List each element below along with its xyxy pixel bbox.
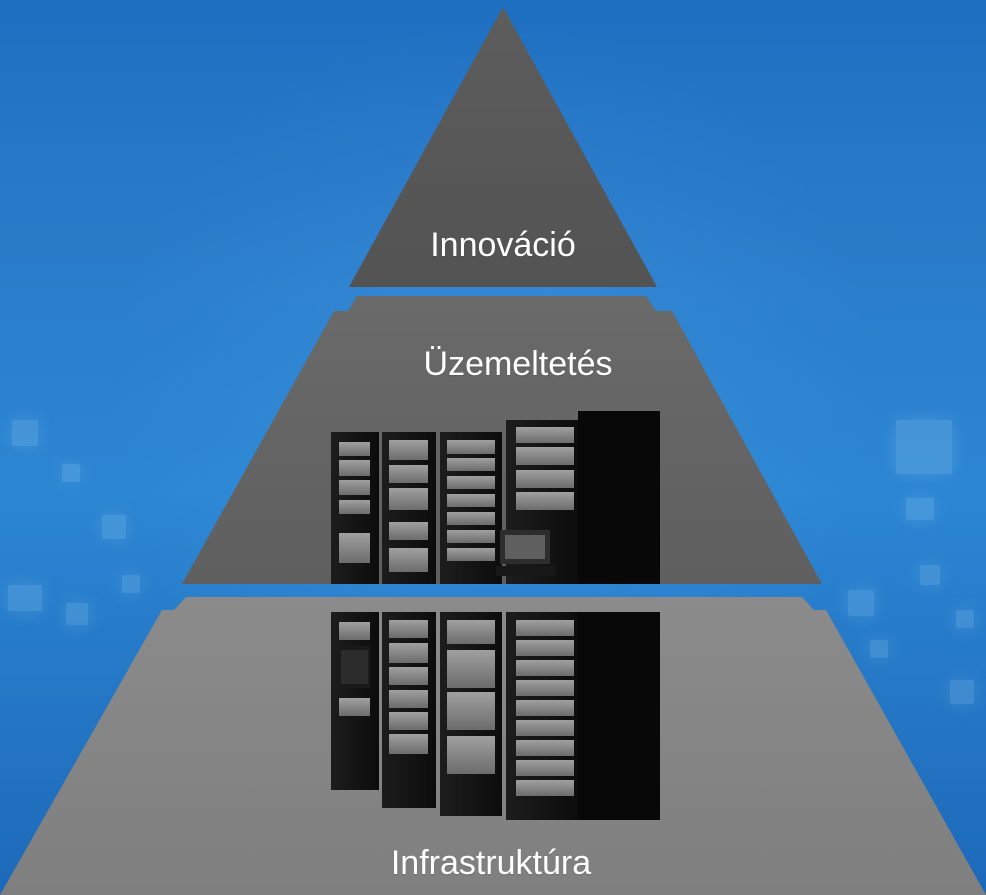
- server-rack-icon: [331, 411, 660, 820]
- tier-label-innovacio: Innováció: [430, 226, 576, 264]
- pyramid-tier-top: [349, 7, 657, 287]
- server-rack-icon-upper: [331, 411, 660, 584]
- tier-label-infrastruktura: Infrastruktúra: [390, 844, 592, 882]
- server-rack-icon-lower: [331, 612, 660, 820]
- tier-label-uzemeltetes: Üzemeltetés: [423, 345, 613, 383]
